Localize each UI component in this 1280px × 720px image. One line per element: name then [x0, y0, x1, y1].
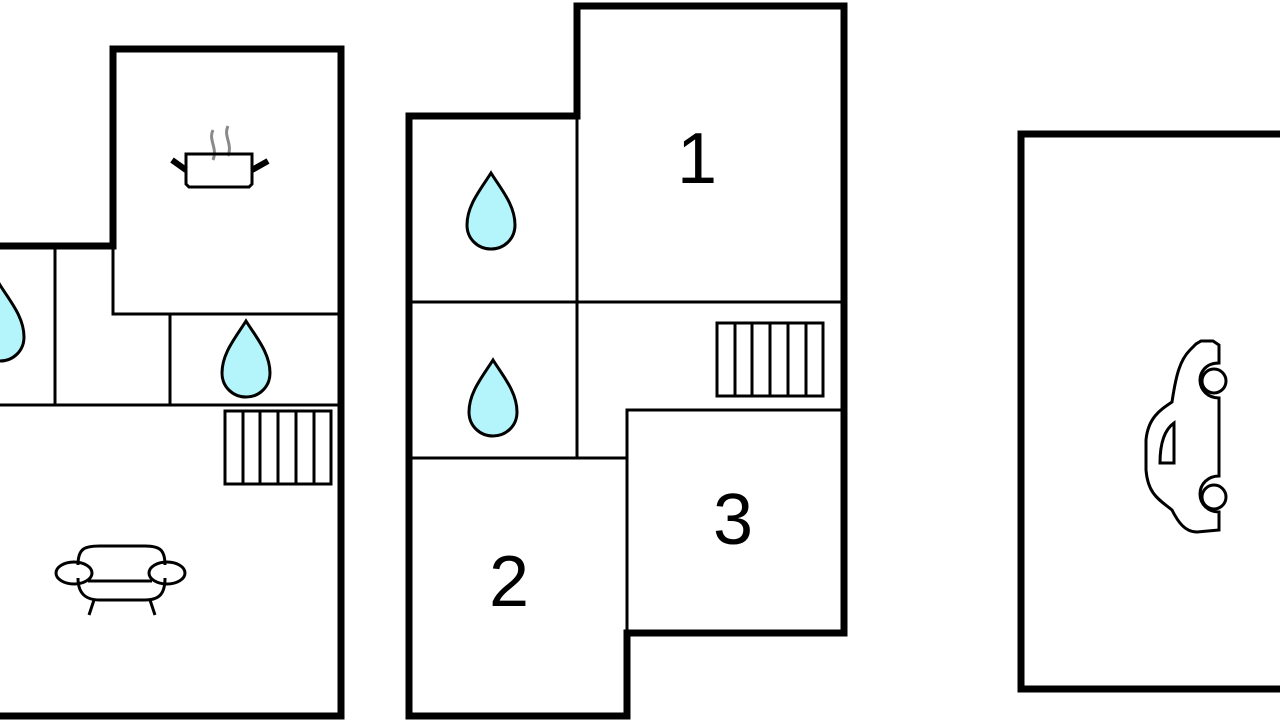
stairs-icon: [223, 409, 333, 486]
room-label-1: 1: [677, 119, 717, 199]
car-icon: [1144, 339, 1228, 534]
bathroom-drop-icon: [465, 171, 517, 251]
building-left: [0, 45, 345, 720]
sofa-icon: [54, 544, 187, 616]
room-label-2: 2: [489, 542, 529, 622]
stairs-icon: [715, 321, 825, 398]
bathroom-drop-icon: [220, 319, 272, 399]
garage: [1017, 130, 1280, 693]
bathroom-drop-icon: [0, 283, 26, 363]
building-middle: 1 2 3: [405, 2, 848, 720]
room-label-3: 3: [713, 480, 753, 560]
bathroom-drop-icon: [467, 358, 519, 438]
kitchen-pot-icon: [170, 125, 270, 189]
